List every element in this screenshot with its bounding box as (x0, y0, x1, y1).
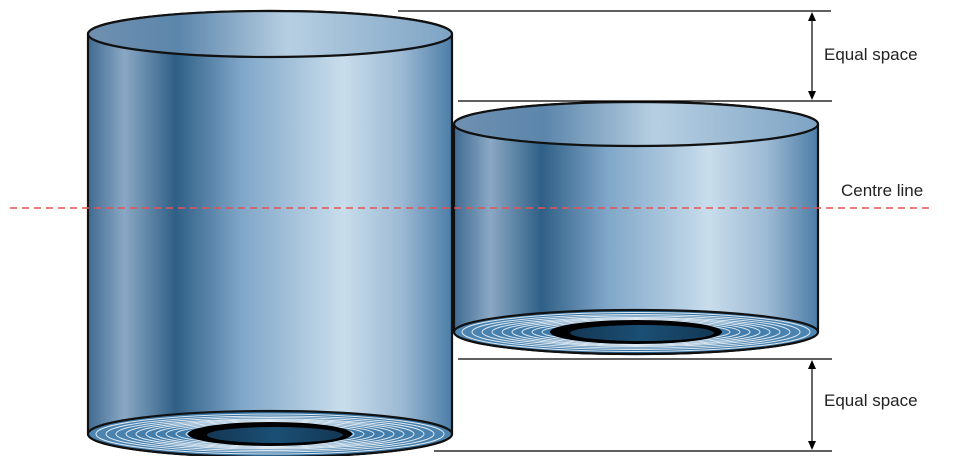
small-cylinder-top (452, 100, 820, 148)
large-cylinder-top (86, 9, 454, 59)
bottom-equal-space-arrow (808, 360, 816, 450)
small-cylinder-bottom-face (452, 308, 820, 356)
small-cylinder (452, 100, 820, 356)
large-cylinder (86, 9, 454, 456)
centre-line-label: Centre line (841, 181, 923, 200)
top-equal-space-arrow (808, 12, 816, 100)
bottom-equal-space-label: Equal space (824, 391, 918, 410)
large-cylinder-body (86, 9, 454, 456)
guide-lines (398, 10, 832, 452)
top-equal-space-label: Equal space (824, 45, 918, 64)
measurement-arrows (808, 12, 816, 450)
large-cylinder-bottom-face (86, 409, 454, 456)
